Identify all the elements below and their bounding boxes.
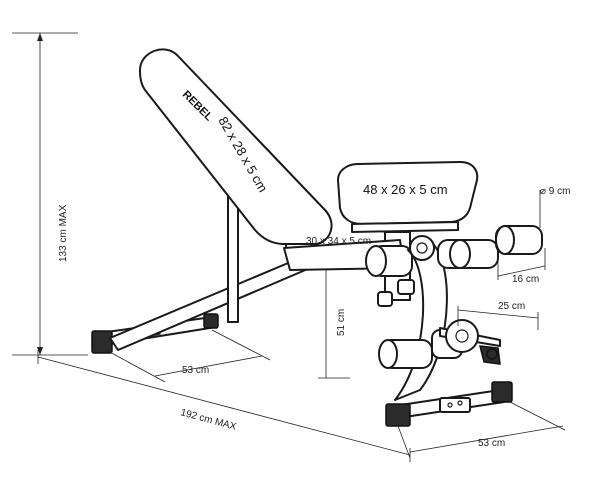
leg-pad-dimension-label: 30 x 34 x 5 cm: [306, 236, 371, 247]
rear-width-label: 53 cm: [182, 365, 209, 376]
front-width-label: 53 cm: [478, 438, 505, 449]
bar-length-dimension: [457, 306, 539, 330]
seat-height-label: 51 cm: [336, 309, 347, 336]
leg-extension-arm: [377, 235, 448, 401]
bar-length-label: 25 cm: [498, 301, 525, 312]
seat-height-dimension: [318, 270, 350, 379]
front-width-dimension: [397, 401, 566, 459]
backrest-post: [227, 194, 239, 323]
length-dimension: [37, 350, 411, 462]
seat: [337, 161, 479, 233]
roller-length-label: 16 cm: [512, 274, 539, 285]
height-max-label: 133 cm MAX: [58, 204, 69, 262]
roller-diameter-label: ⌀ 9 cm: [540, 186, 570, 197]
rear-width-dimension: [105, 329, 271, 383]
roller-length-dimension: [497, 248, 546, 280]
upper-rollers: [437, 225, 543, 269]
leg-pad-rollers: [365, 245, 413, 277]
length-max-label: 192 cm MAX: [179, 407, 237, 433]
height-dimension: [12, 32, 88, 356]
weight-bar: [439, 319, 501, 365]
seat-dimension-label: 48 x 26 x 5 cm: [363, 182, 448, 197]
front-base: [385, 381, 513, 427]
